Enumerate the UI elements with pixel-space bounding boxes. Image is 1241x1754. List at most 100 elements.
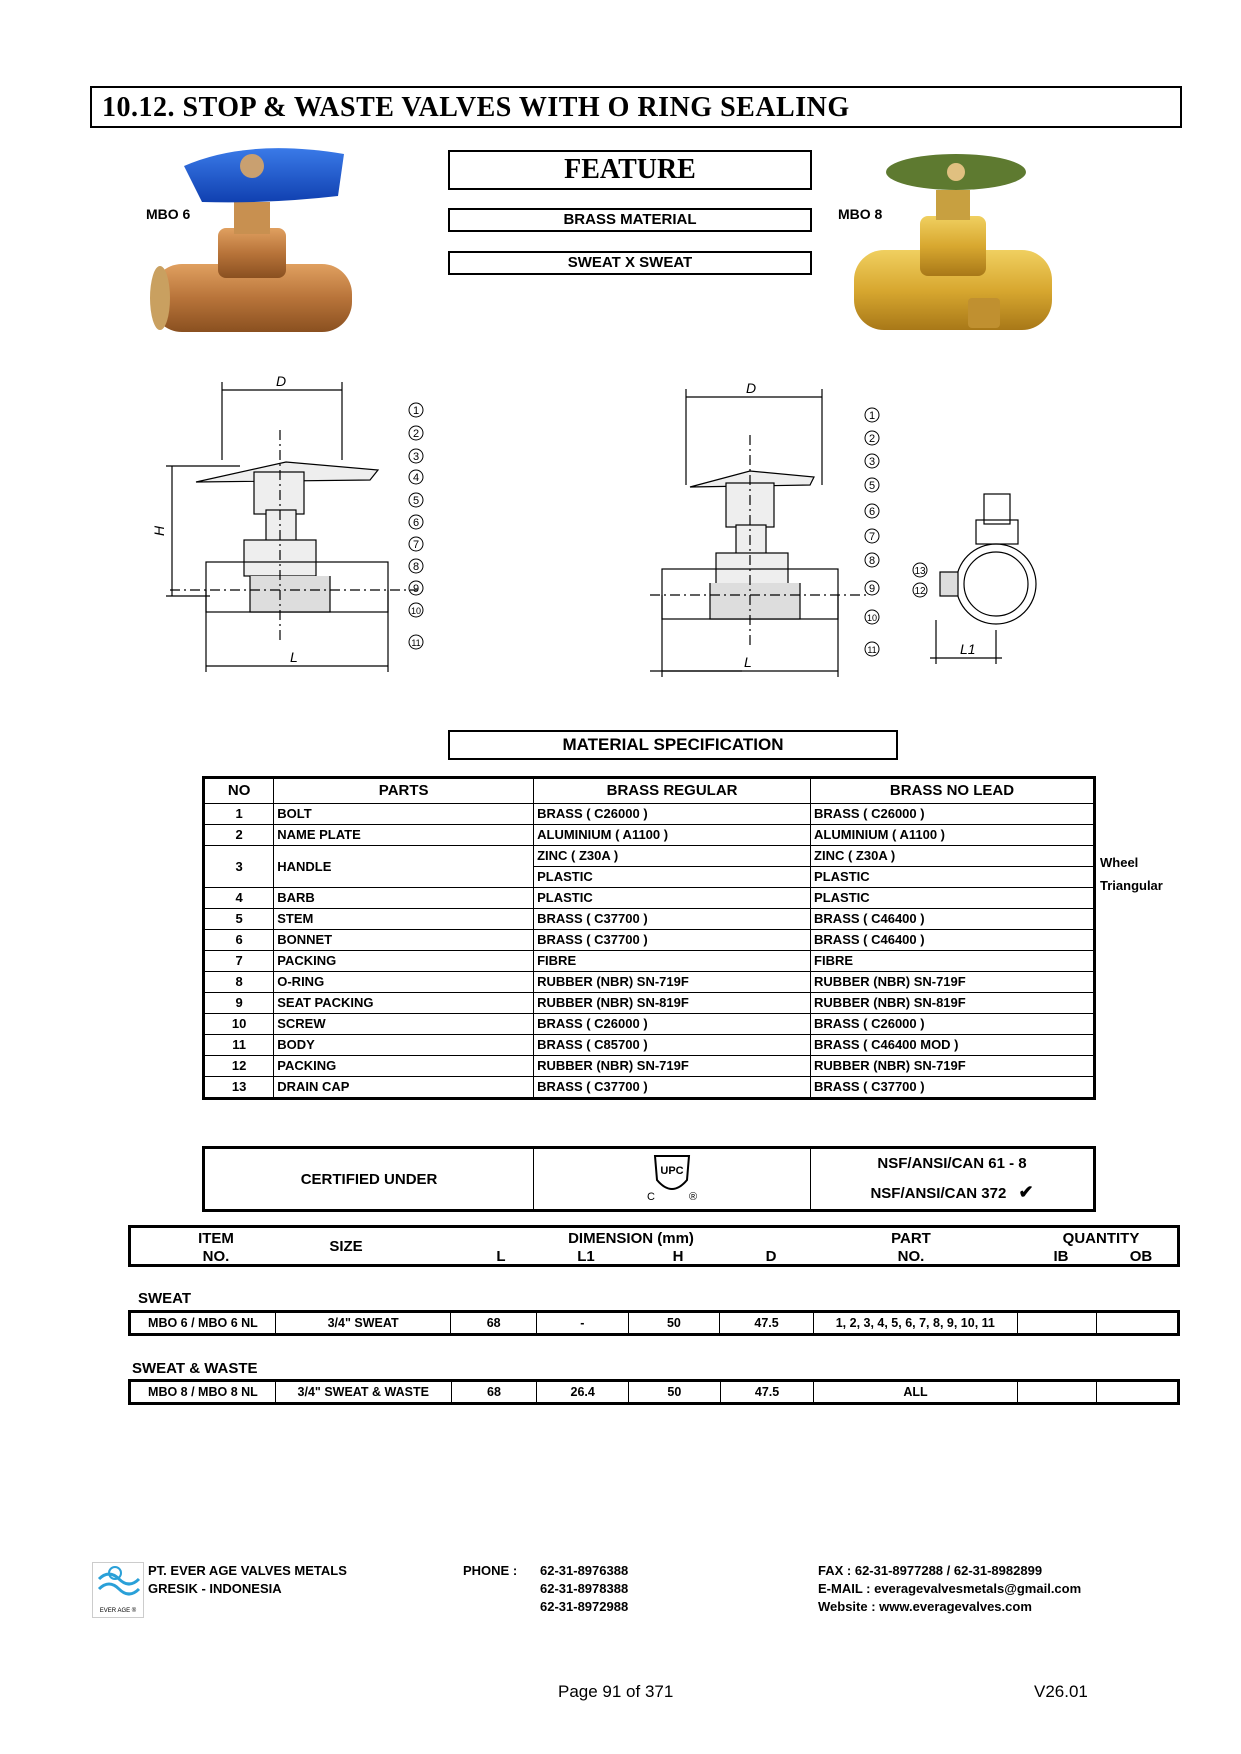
col-header-h: H bbox=[672, 1248, 684, 1265]
feature-heading: FEATURE bbox=[564, 154, 696, 185]
phone-numbers: 62-31-8976388 62-31-8978388 62-31-897298… bbox=[540, 1562, 628, 1616]
section-label-sweat: SWEAT bbox=[138, 1290, 192, 1307]
svg-text:2: 2 bbox=[413, 428, 419, 440]
fax-line: FAX : 62-31-8977288 / 62-31-8982899 bbox=[818, 1563, 1043, 1578]
page-title: 10.12. STOP & WASTE VALVES WITH O RING S… bbox=[102, 92, 850, 123]
col-header-quantity: QUANTITY bbox=[1062, 1230, 1140, 1247]
model-label-right: MBO 8 bbox=[838, 206, 883, 222]
dim-h-label: H bbox=[151, 525, 167, 536]
feature-item-1: BRASS MATERIAL bbox=[448, 208, 812, 232]
table-row: MBO 8 / MBO 8 NL 3/4" SWEAT & WASTE 68 2… bbox=[129, 1380, 1179, 1404]
col-header-dimension: DIMENSION (mm) bbox=[568, 1230, 694, 1247]
dimension-row-sweat: MBO 6 / MBO 6 NL 3/4" SWEAT 68 - 50 47.5… bbox=[128, 1310, 1180, 1336]
svg-text:10: 10 bbox=[411, 606, 421, 616]
certification-table: CERTIFIED UNDER UPC C ® NSF/ANSI/CAN 61 … bbox=[202, 1146, 1096, 1212]
phone-number: 62-31-8976388 bbox=[540, 1563, 629, 1578]
col-header-ob: OB bbox=[1129, 1248, 1153, 1265]
version-label: V26.01 bbox=[1034, 1682, 1088, 1701]
certified-under-label: CERTIFIED UNDER bbox=[202, 1147, 535, 1211]
material-spec-heading-box: MATERIAL SPECIFICATION bbox=[448, 730, 898, 760]
dim-l1-label: L1 bbox=[960, 641, 976, 657]
svg-text:4: 4 bbox=[413, 472, 419, 484]
table-row: MBO 6 / MBO 6 NL 3/4" SWEAT 68 - 50 47.5… bbox=[129, 1311, 1179, 1335]
svg-text:11: 11 bbox=[411, 638, 420, 648]
svg-text:2: 2 bbox=[869, 433, 875, 445]
checkmark-icon: ✔ bbox=[1018, 1182, 1034, 1202]
dim-l-label: L bbox=[290, 649, 298, 665]
svg-text:5: 5 bbox=[413, 495, 419, 507]
svg-text:5: 5 bbox=[869, 480, 875, 492]
svg-text:UPC: UPC bbox=[660, 1165, 683, 1177]
email-line[interactable]: E-MAIL : everagevalvesmetals@gmail.com bbox=[818, 1581, 1082, 1596]
col-header-no: NO bbox=[202, 777, 275, 804]
dim-l-label: L bbox=[744, 654, 752, 670]
valve-photo-mbo6 bbox=[150, 148, 352, 332]
wave-logo-icon bbox=[97, 1566, 141, 1596]
contact-info: FAX : 62-31-8977288 / 62-31-8982899 E-MA… bbox=[818, 1562, 1081, 1616]
material-spec-heading: MATERIAL SPECIFICATION bbox=[562, 735, 784, 754]
handle-note-wheel: Wheel bbox=[1100, 855, 1139, 870]
svg-text:C: C bbox=[647, 1191, 655, 1203]
svg-text:8: 8 bbox=[869, 555, 875, 567]
svg-text:3: 3 bbox=[869, 456, 875, 468]
company-name: PT. EVER AGE VALVES METALS bbox=[148, 1563, 347, 1578]
svg-text:6: 6 bbox=[413, 517, 419, 529]
technical-drawing-mbo6: D H L 1 2 3 4 5 6 7 8 9 10 11 bbox=[151, 373, 424, 672]
col-header-ib: IB bbox=[1053, 1248, 1069, 1265]
col-header-size: SIZE bbox=[329, 1238, 363, 1255]
col-header-d: D bbox=[765, 1248, 777, 1265]
dimension-row-sweat-waste: MBO 8 / MBO 8 NL 3/4" SWEAT & WASTE 68 2… bbox=[128, 1379, 1180, 1405]
feature-item-label: SWEAT X SWEAT bbox=[567, 254, 693, 271]
standard-nsf-61: NSF/ANSI/CAN 61 - 8 bbox=[877, 1155, 1027, 1172]
svg-text:13: 13 bbox=[914, 566, 926, 577]
svg-text:9: 9 bbox=[413, 583, 419, 595]
svg-text:1: 1 bbox=[413, 405, 419, 417]
website-line[interactable]: Website : www.everagevalves.com bbox=[818, 1599, 1032, 1614]
phone-number: 62-31-8978388 bbox=[540, 1581, 629, 1596]
svg-text:9: 9 bbox=[869, 583, 875, 595]
feature-heading-box: FEATURE bbox=[448, 150, 812, 190]
svg-text:11: 11 bbox=[867, 645, 876, 655]
model-label-left: MBO 6 bbox=[146, 206, 191, 222]
company-info: PT. EVER AGE VALVES METALS GRESIK - INDO… bbox=[148, 1562, 347, 1598]
standard-nsf-372: NSF/ANSI/CAN 372 bbox=[870, 1185, 1007, 1202]
feature-item-label: BRASS MATERIAL bbox=[563, 211, 697, 228]
section-label-sweat-waste: SWEAT & WASTE bbox=[132, 1360, 258, 1377]
technical-drawing-mbo8: D H L 1 2 3 5 6 7 8 9 10 11 bbox=[650, 380, 880, 677]
table-header-row: NO PARTS BRASS REGULAR BRASS NO LEAD bbox=[202, 777, 1095, 804]
svg-text:12: 12 bbox=[914, 586, 926, 597]
logo-text: EVER AGE ® bbox=[99, 1608, 137, 1614]
svg-text:®: ® bbox=[689, 1191, 697, 1203]
standard-nsf-372-row: NSF/ANSI/CAN 372 ✔ bbox=[812, 1178, 1092, 1208]
handle-note-triangular: Triangular bbox=[1100, 878, 1163, 893]
phone-label: PHONE : bbox=[463, 1563, 518, 1578]
company-location: GRESIK - INDONESIA bbox=[148, 1581, 282, 1596]
company-logo: EVER AGE ® bbox=[92, 1562, 144, 1618]
svg-text:1: 1 bbox=[869, 410, 875, 422]
col-header-parts: PARTS bbox=[273, 777, 535, 804]
svg-text:7: 7 bbox=[413, 539, 419, 551]
page-number: Page 91 of 371 bbox=[558, 1682, 674, 1701]
valve-photo-mbo8 bbox=[854, 154, 1052, 330]
dim-d-label: D bbox=[276, 373, 286, 389]
technical-drawing-side-view: L1 13 12 bbox=[912, 493, 1037, 664]
dim-d-label: D bbox=[746, 380, 756, 396]
svg-text:10: 10 bbox=[867, 613, 877, 623]
